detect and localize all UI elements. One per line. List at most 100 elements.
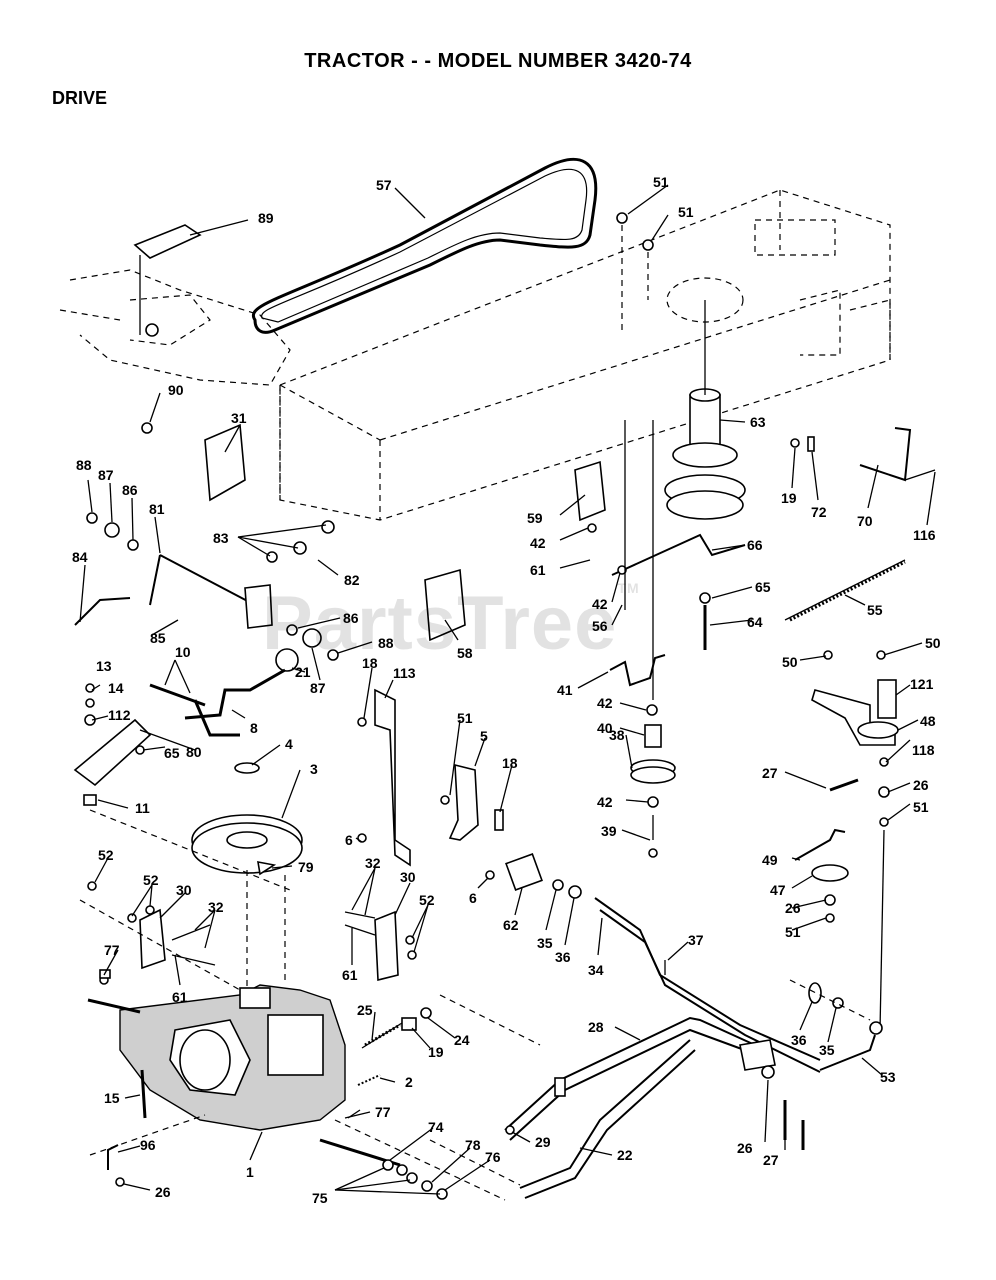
callout-label: 61 — [530, 562, 546, 578]
callout-label: 85 — [150, 630, 166, 646]
callout-label: 59 — [527, 510, 543, 526]
drive-belt — [252, 158, 598, 334]
trademark-mark: TM — [617, 580, 640, 596]
callout-label: 19 — [781, 490, 797, 506]
callout-label: 4 — [285, 736, 293, 752]
callout-label: 26 — [785, 900, 801, 916]
callout-label: 3 — [310, 761, 318, 777]
callout-label: 76 — [485, 1149, 501, 1165]
callout-label: 36 — [555, 949, 571, 965]
callout-label: 24 — [454, 1032, 470, 1048]
callout-label: 51 — [457, 710, 473, 726]
callout-label: 39 — [601, 823, 617, 839]
callout-label: 53 — [880, 1069, 896, 1085]
callout-label: 61 — [172, 989, 188, 1005]
callout-label: 90 — [168, 382, 184, 398]
watermark-text: PartsTree — [262, 581, 618, 666]
callout-label: 52 — [98, 847, 114, 863]
callout-label: 27 — [763, 1152, 779, 1168]
callout-label: 113 — [393, 665, 416, 681]
parts-drawings — [73, 212, 936, 1201]
callout-labels: 57 51 51 89 90 31 63 19 72 70 116 88 87 … — [72, 174, 941, 1206]
callout-label: 86 — [122, 482, 138, 498]
callout-label: 77 — [375, 1104, 391, 1120]
callout-label: 63 — [750, 414, 766, 430]
callout-label: 42 — [530, 535, 546, 551]
callout-label: 18 — [362, 655, 378, 671]
callout-label: 42 — [592, 596, 608, 612]
callout-label: 74 — [428, 1119, 444, 1135]
callout-label: 52 — [419, 892, 435, 908]
callout-label: 8 — [250, 720, 258, 736]
callout-label: 96 — [140, 1137, 156, 1153]
callout-label: 42 — [597, 794, 613, 810]
callout-label: 14 — [108, 680, 124, 696]
callout-label: 41 — [557, 682, 573, 698]
callout-label: 34 — [588, 962, 604, 978]
callout-label: 87 — [98, 467, 114, 483]
callout-label: 79 — [298, 859, 314, 875]
callout-label: 35 — [537, 935, 553, 951]
callout-label: 26 — [737, 1140, 753, 1156]
callout-label: 116 — [913, 527, 936, 543]
callout-label: 40 — [597, 720, 613, 736]
callout-label: 51 — [785, 924, 801, 940]
callout-label: 37 — [688, 932, 704, 948]
callout-label: 50 — [782, 654, 798, 670]
callout-label: 31 — [231, 410, 247, 426]
callout-label: 30 — [176, 882, 192, 898]
callout-label: 62 — [503, 917, 519, 933]
callout-label: 6 — [469, 890, 477, 906]
callout-label: 47 — [770, 882, 786, 898]
callout-label: 49 — [762, 852, 778, 868]
callout-label: 6 — [345, 832, 353, 848]
callout-label: 48 — [920, 713, 936, 729]
callout-label: 25 — [357, 1002, 373, 1018]
callout-label: 55 — [867, 602, 883, 618]
callout-label: 28 — [588, 1019, 604, 1035]
callout-label: 112 — [108, 707, 131, 723]
callout-label: 88 — [76, 457, 92, 473]
callout-label: 27 — [762, 765, 778, 781]
callout-label: 26 — [155, 1184, 171, 1200]
callout-label: 32 — [365, 855, 381, 871]
callout-label: 86 — [343, 610, 359, 626]
callout-label: 83 — [213, 530, 229, 546]
callout-label: 61 — [342, 967, 358, 983]
section-title: DRIVE — [52, 88, 108, 108]
callout-label: 18 — [502, 755, 518, 771]
callout-label: 84 — [72, 549, 88, 565]
callout-label: 88 — [378, 635, 394, 651]
callout-label: 77 — [104, 942, 120, 958]
callout-label: 1 — [246, 1164, 254, 1180]
callout-label: 36 — [791, 1032, 807, 1048]
callout-label: 51 — [678, 204, 694, 220]
callout-label: 80 — [186, 744, 202, 760]
callout-label: 121 — [910, 676, 934, 692]
callout-label: 57 — [376, 177, 392, 193]
callout-label: 29 — [535, 1134, 551, 1150]
callout-label: 51 — [653, 174, 669, 190]
page-title: TRACTOR - - MODEL NUMBER 3420-74 — [304, 50, 692, 72]
callout-label: 21 — [295, 664, 311, 680]
leader-lines — [79, 184, 936, 1195]
callout-label: 11 — [135, 800, 150, 816]
callout-label: 22 — [617, 1147, 633, 1163]
callout-label: 35 — [819, 1042, 835, 1058]
callout-label: 87 — [310, 680, 326, 696]
callout-label: 32 — [208, 899, 224, 915]
watermark-logo: PartsTreeTM — [262, 580, 640, 667]
callout-label: 78 — [465, 1137, 481, 1153]
callout-label: 2 — [405, 1074, 413, 1090]
callout-label: 42 — [597, 695, 613, 711]
callout-label: 13 — [96, 658, 112, 674]
callout-label: 19 — [428, 1044, 444, 1060]
callout-label: 70 — [857, 513, 873, 529]
callout-label: 82 — [344, 572, 360, 588]
callout-label: 38 — [609, 727, 625, 743]
callout-label: 56 — [592, 618, 608, 634]
callout-label: 10 — [175, 644, 191, 660]
callout-label: 75 — [312, 1190, 328, 1206]
callout-label: 50 — [925, 635, 941, 651]
